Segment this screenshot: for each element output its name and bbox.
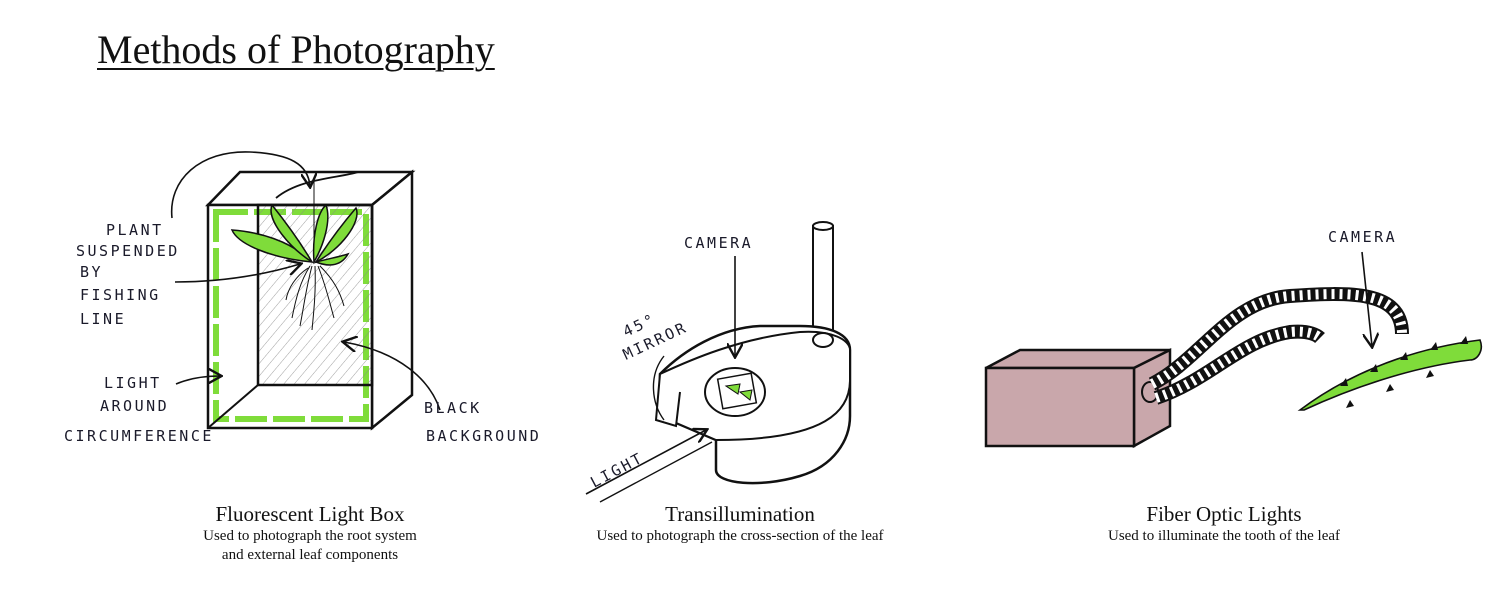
- label-camera: CAMERA: [1328, 228, 1397, 246]
- transillumination-drawing: [585, 221, 852, 503]
- label-by: BY: [80, 263, 103, 281]
- page-title: Methods of Photography: [97, 27, 495, 72]
- fiber-optic-annotations: CAMERA: [1328, 228, 1397, 246]
- caption-heading: Fluorescent Light Box: [215, 502, 405, 526]
- panel-caption-fiber-optic: Fiber Optic Lights Used to illuminate th…: [1054, 502, 1394, 546]
- label-suspended: SUSPENDED: [76, 242, 180, 260]
- light-box-annotations: PLANT SUSPENDED BY FISHING LINE LIGHT AR…: [64, 221, 541, 445]
- light-box-drawing: [170, 151, 441, 431]
- panel-caption-light-box: Fluorescent Light Box Used to photograph…: [150, 502, 470, 565]
- caption-heading: Fiber Optic Lights: [1146, 502, 1302, 526]
- caption-description: Used to photograph the root system and e…: [203, 528, 417, 563]
- label-line: LINE: [80, 310, 126, 328]
- label-black: BLACK: [424, 399, 482, 417]
- label-light: LIGHT: [104, 374, 162, 392]
- fiber-optic-drawing: [984, 251, 1483, 449]
- label-background: BACKGROUND: [426, 427, 541, 445]
- label-plant: PLANT: [106, 221, 164, 239]
- label-light: LIGHT: [587, 449, 646, 492]
- caption-description: Used to illuminate the tooth of the leaf: [1107, 528, 1341, 544]
- caption-heading: Transillumination: [665, 502, 815, 526]
- caption-description: Used to photograph the cross-section of …: [596, 528, 884, 544]
- label-camera: CAMERA: [684, 234, 753, 252]
- label-circumference: CIRCUMFERENCE: [64, 427, 214, 445]
- label-around: AROUND: [100, 397, 169, 415]
- label-fishing: FISHING: [80, 286, 161, 304]
- panel-caption-transillumination: Transillumination Used to photograph the…: [540, 502, 940, 546]
